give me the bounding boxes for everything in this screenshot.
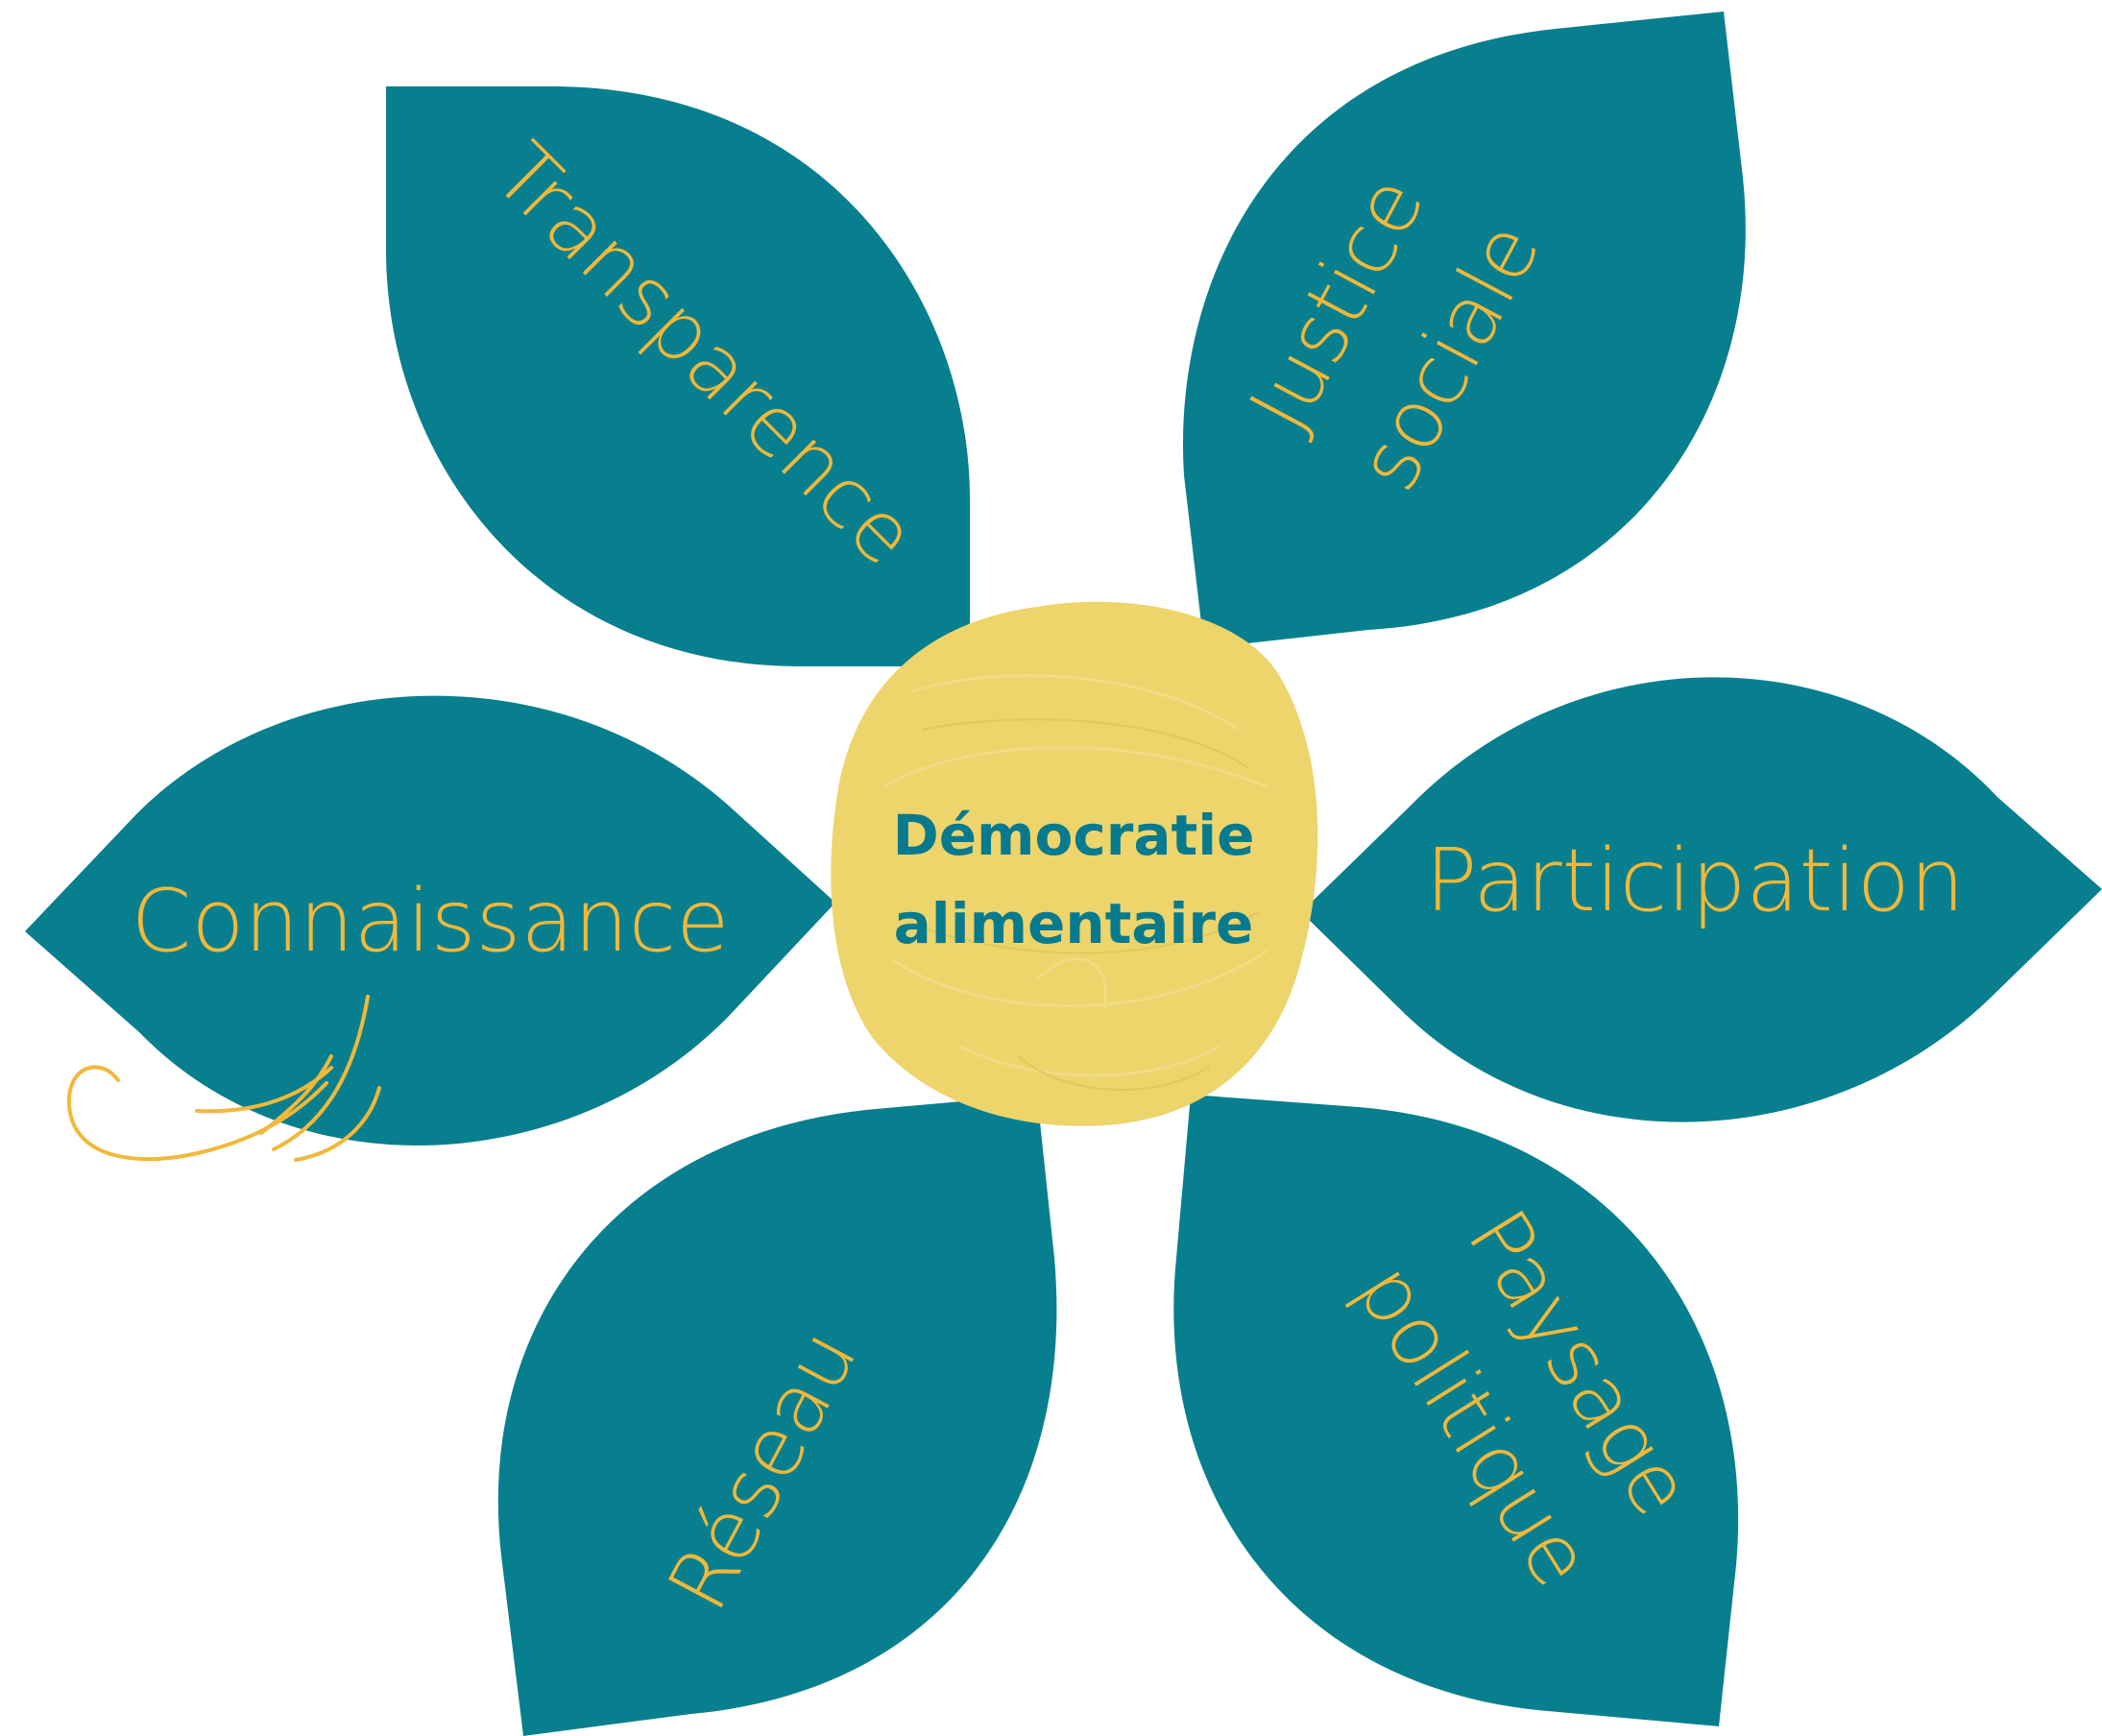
petal-participation: [1301, 677, 2102, 1122]
petal-connaissance: [25, 695, 835, 1145]
center-circle: [831, 601, 1318, 1126]
center-title-line1: Démocratie: [893, 803, 1255, 868]
petal-paysage-politique: [1173, 1095, 1739, 1726]
label-participation: Participation: [1425, 831, 1965, 931]
decorative-swirl: [66, 995, 381, 1162]
center-title-line2: alimentaire: [894, 891, 1254, 956]
swirl-stroke-2: [272, 995, 370, 1151]
petal-justice-sociale: [1182, 12, 1746, 648]
label-connaissance: Connaissance: [132, 871, 730, 972]
petal-transparence: [386, 86, 970, 666]
brush-texture-dark: [906, 718, 1259, 1091]
brush-texture: [882, 674, 1268, 1077]
petal-reseau: [497, 1095, 1057, 1736]
swirl-stroke-4: [259, 1054, 333, 1135]
swirl-stroke-3: [294, 1086, 381, 1162]
